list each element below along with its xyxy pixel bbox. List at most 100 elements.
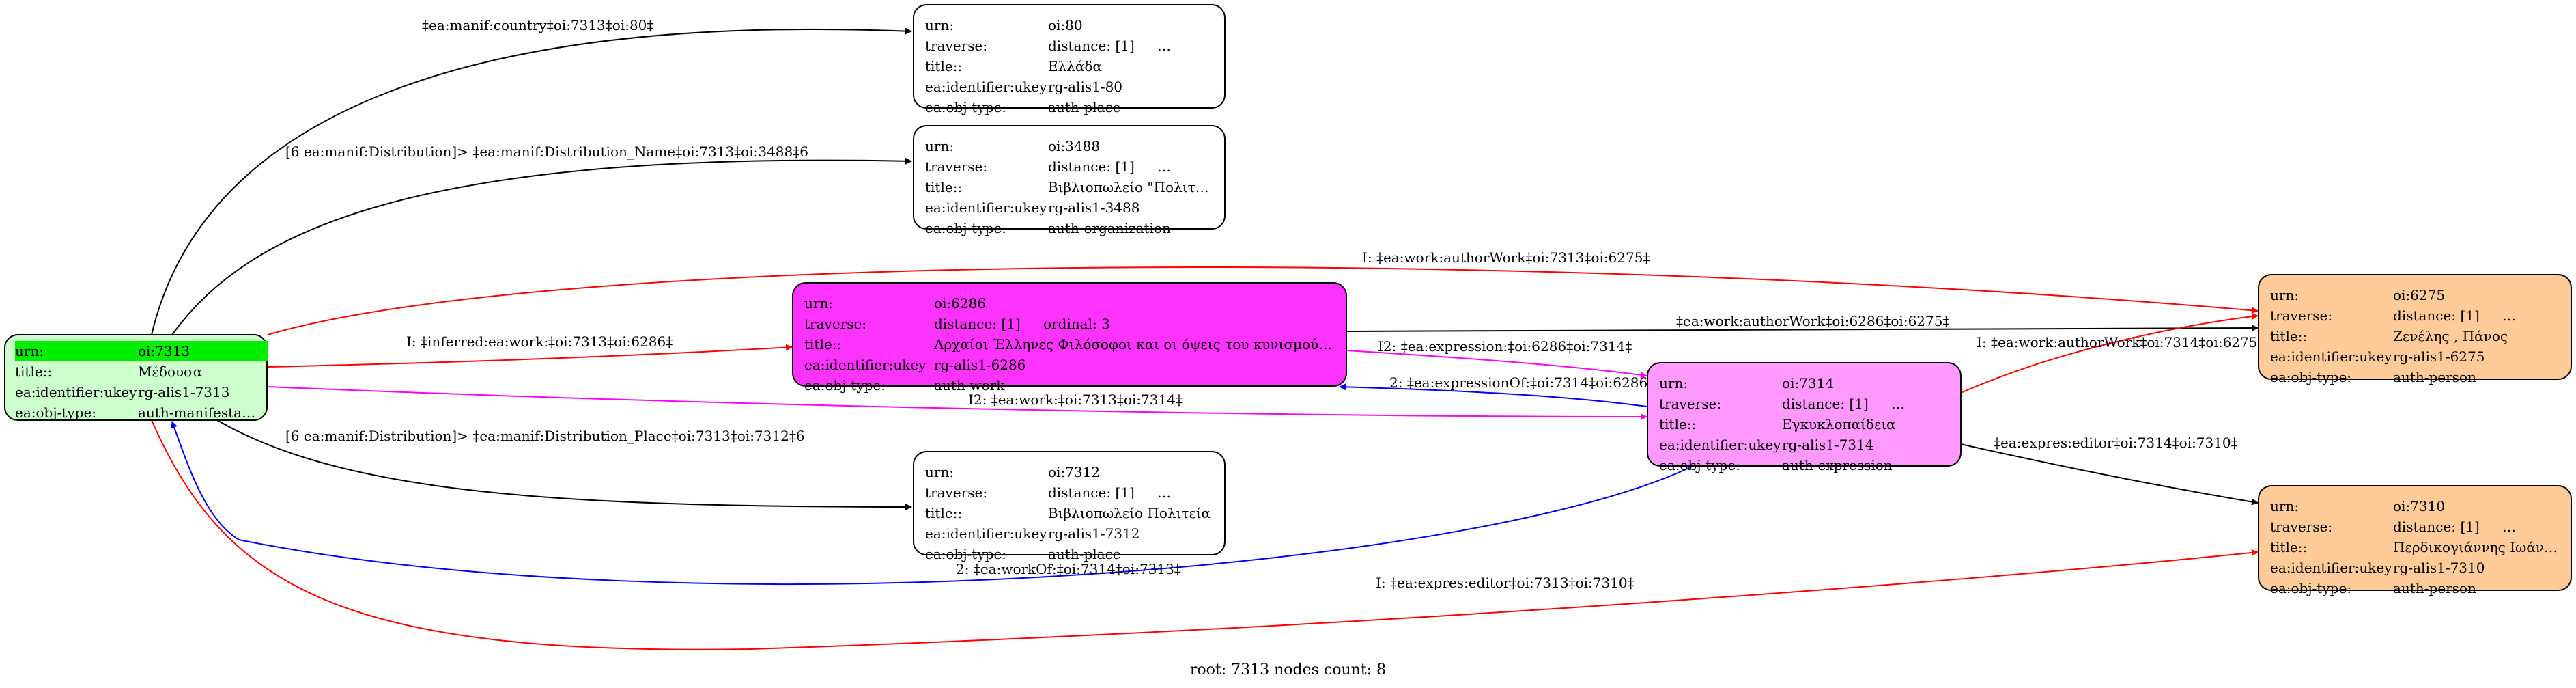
node-row-objtype: ea:obj-type:auth-organization [925, 218, 1213, 238]
node-oi-7310[interactable]: urn: oi:7310 traverse:distance: [1]ordina… [2258, 485, 2572, 596]
node-oi-80[interactable]: urn:oi:80 traverse:distance: [1]ordinal:… [913, 4, 1226, 115]
edge-7314-6286 [1339, 383, 1647, 407]
row-key: title:: [925, 179, 963, 195]
edge-7314-7313 [171, 421, 1694, 585]
edge-6286-7314 [1346, 350, 1647, 379]
row-value: auth-person [2393, 580, 2476, 596]
distance-value: distance: [1] [1048, 484, 1135, 501]
node-row-urn: urn: oi:7310 [2270, 496, 2560, 517]
node-oi-3488[interactable]: urn:oi:3488 traverse:distance: [1]ordina… [913, 125, 1226, 236]
node-oi-7312[interactable]: urn:oi:7312 traverse:distance: [1]ordina… [913, 451, 1226, 562]
distance-value: distance: [1] [1782, 396, 1869, 412]
node-row-urn: urn: oi:7313 [15, 341, 268, 361]
row-key: urn: [15, 341, 138, 361]
row-key: traverse: [925, 159, 988, 175]
row-value: auth-manifestation [138, 404, 257, 421]
node-oi-6286[interactable]: urn:oi:6286 traverse:distance: [1]ordina… [792, 282, 1347, 394]
node-row-objtype: ea:obj-type: auth-person [2270, 367, 2560, 387]
edge-label: I: ‡inferred:ea:work:‡oi:7313‡oi:6286‡ [406, 333, 673, 350]
edge-label: 2: ‡ea:expressionOf:‡oi:7314‡oi:6286‡ [1389, 374, 1654, 391]
row-key: ea:identifier:ukey [2270, 560, 2392, 576]
edge-label: I2: ‡ea:work:‡oi:7313‡oi:7314‡ [968, 391, 1183, 408]
row-key: title:: [804, 336, 842, 353]
distance-value: distance: [1] [2393, 519, 2480, 535]
row-key: ea:identifier:ukey [925, 199, 1047, 216]
node-oi-7314[interactable]: urn:oi:7314 traverse:distance: [1]ordina… [1647, 362, 1962, 473]
row-value: auth-person [2393, 369, 2476, 385]
edge-label: [6 ea:manif:Distribution]> ‡ea:manif:Dis… [285, 428, 805, 444]
distance-value: distance: [1] [2393, 307, 2480, 324]
row-value: Ζενέλης , Πάνος [2393, 328, 2508, 344]
row-key: traverse: [925, 38, 988, 54]
edge-7313-7310 [151, 419, 2259, 650]
node-row-traverse: traverse:distance: [1]ordinal: 4 [2270, 517, 2560, 537]
row-value: Περδικογιάννης Ιωάννης [2393, 539, 2560, 555]
row-value: Βιβλιοπωλείο Πολιτεία [1048, 505, 1211, 521]
row-key: traverse: [1659, 396, 1722, 412]
row-value: auth-organization [1048, 220, 1171, 236]
row-value: oi:80 [1048, 17, 1083, 33]
row-key: urn: [1659, 375, 1688, 391]
node-row-title: title::Περδικογιάννης Ιωάννης [2270, 537, 2560, 558]
row-key: ea:identifier:ukey [2270, 348, 2392, 365]
row-key: traverse: [804, 316, 867, 332]
node-oi-7313[interactable]: urn: oi:7313 title:: Μέδουσα ea:identifi… [4, 334, 268, 421]
row-key: urn: [2270, 498, 2299, 514]
row-value: rg-alis1-7314 [1782, 437, 1874, 453]
node-row-urn: urn: oi:7314 [1659, 373, 1949, 394]
row-value: rg-alis1-6286 [934, 357, 1026, 373]
node-row-title: title::Αρχαίοι Έλληνες Φιλόσοφοι και οι … [804, 334, 1335, 355]
edge-label: I: ‡ea:expres:editor‡oi:7313‡oi:7310‡ [1376, 575, 1634, 591]
row-key: ea:obj-type: [804, 377, 886, 394]
node-oi-6275[interactable]: urn: oi:6275 traverse:distance: [1]ordina… [2258, 274, 2572, 385]
row-key: urn: [925, 138, 954, 154]
row-key: title:: [1659, 416, 1697, 432]
node-row-objtype: ea:obj-type:auth-place [925, 544, 1213, 564]
row-key: ea:obj-type: [925, 546, 1007, 562]
row-value: oi:3488 [1048, 138, 1101, 154]
row-key: ea:obj-type: [15, 404, 97, 421]
row-value: auth-expression [1782, 457, 1893, 473]
node-row-objtype: ea:obj-type: auth-person [2270, 578, 2560, 598]
row-key: title:: [2270, 328, 2308, 344]
row-value: Μέδουσα [138, 363, 203, 380]
row-value: oi:7314 [1782, 375, 1835, 391]
row-key: urn: [2270, 287, 2299, 303]
node-row-urn: urn:oi:80 [925, 15, 1213, 36]
row-key: ea:obj-type: [1659, 457, 1741, 473]
row-value: rg-alis1-80 [1048, 79, 1123, 95]
row-value: rg-alis1-6275 [2393, 348, 2485, 365]
node-row-title: title::Ελλάδα [925, 56, 1213, 77]
row-key: title:: [925, 505, 963, 521]
row-value: oi:6286 [934, 295, 987, 312]
row-key: ea:obj-type: [925, 99, 1007, 115]
row-value: auth-work [934, 377, 1005, 394]
node-row-ukey: ea:identifier:ukey rg-alis1-7313 [15, 382, 257, 402]
row-value: oi:7312 [1048, 464, 1101, 480]
node-row-title: title:: Μέδουσα [15, 361, 257, 382]
distance-value: distance: [1] [1048, 159, 1135, 175]
edge-label: I2: ‡ea:expression:‡oi:6286‡oi:7314‡ [1378, 338, 1632, 355]
edge-label: ‡ea:work:authorWork‡oi:6286‡oi:6275‡ [1676, 313, 1949, 329]
edge-6286-6275 [1346, 325, 2259, 332]
edge-7313-7312 [216, 419, 912, 510]
node-row-urn: urn: oi:6275 [2270, 285, 2560, 305]
row-value: oi:7313 [138, 341, 268, 361]
node-row-traverse: traverse:distance: [1]ordinal: 7 [925, 156, 1213, 177]
row-key: ea:obj-type: [2270, 580, 2352, 596]
node-row-traverse: traverse:distance: [1]ordinal: 5 [2270, 305, 2560, 326]
row-key: ea:obj-type: [2270, 369, 2352, 385]
row-value: Ελλάδα [1048, 58, 1103, 74]
row-key: ea:identifier:ukey [15, 384, 137, 400]
row-value: Εγκυκλοπαίδεια [1782, 416, 1896, 432]
row-value: oi:7310 [2393, 498, 2446, 514]
node-row-objtype: ea:obj-type:auth-place [925, 97, 1213, 118]
node-row-urn: urn:oi:7312 [925, 462, 1213, 482]
row-value: Αρχαίοι Έλληνες Φιλόσοφοι και οι όψεις τ… [934, 336, 1335, 353]
node-row-urn: urn:oi:6286 [804, 293, 1335, 314]
row-value: oi:6275 [2393, 287, 2446, 303]
